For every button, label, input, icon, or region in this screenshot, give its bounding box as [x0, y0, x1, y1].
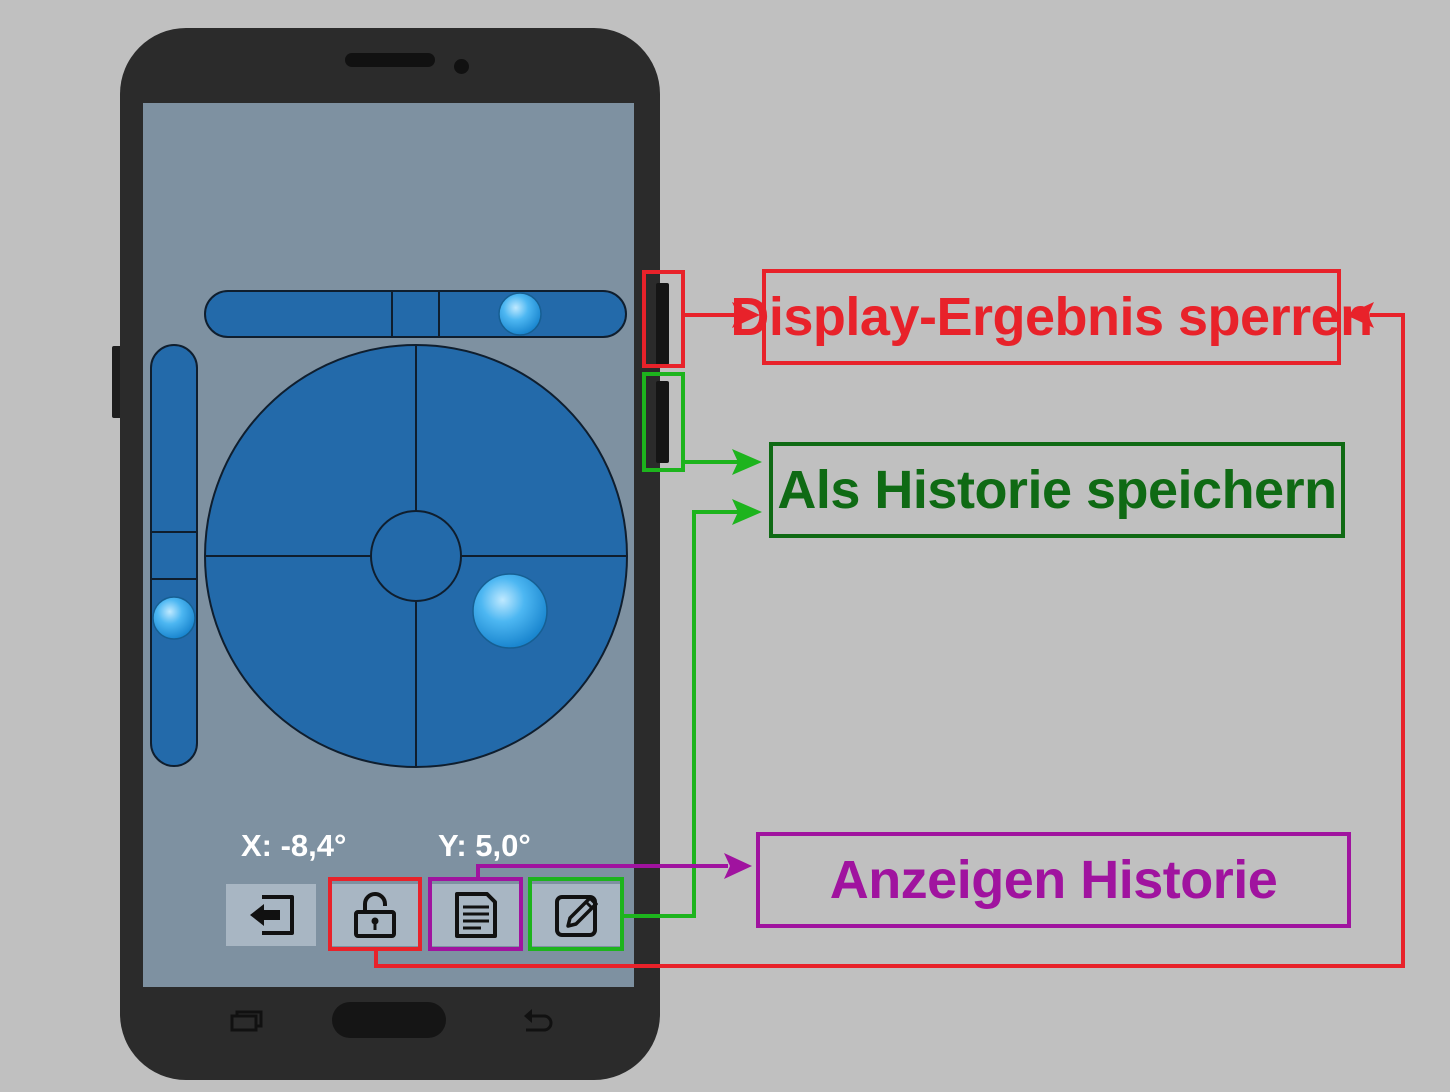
- recent-apps-icon: [230, 1010, 263, 1032]
- earpiece-speaker: [345, 53, 435, 67]
- vertical-level-bubble: [152, 596, 196, 640]
- recent-apps-button[interactable]: [228, 1008, 264, 1039]
- history-button-highlight: [428, 877, 523, 951]
- exit-icon: [250, 895, 294, 935]
- callout-history-label: Anzeigen Historie: [829, 850, 1278, 910]
- callout-lock-label: Display-Ergebnis sperren: [730, 287, 1373, 347]
- save-button-highlight: [528, 877, 624, 951]
- callout-lock: Display-Ergebnis sperren: [730, 269, 1373, 365]
- x-tilt-readout: X: -8,4°: [241, 828, 347, 863]
- back-arrow-icon: [524, 1009, 553, 1032]
- callout-save-label: Als Historie speichern: [777, 460, 1337, 520]
- back-button[interactable]: [520, 1006, 556, 1039]
- vertical-level-tube: [150, 344, 198, 767]
- volume-up-highlight: [642, 270, 685, 368]
- front-camera: [454, 59, 469, 74]
- circular-level: [204, 344, 628, 768]
- phone-side-button-left[interactable]: [112, 346, 122, 418]
- home-button[interactable]: [332, 1002, 446, 1038]
- callout-history: Anzeigen Historie: [756, 832, 1351, 928]
- callout-save: Als Historie speichern: [769, 442, 1345, 538]
- horizontal-level-tube: [204, 290, 627, 338]
- exit-button[interactable]: [226, 884, 316, 946]
- horizontal-level-bubble: [498, 292, 542, 336]
- circular-level-bubble: [472, 573, 548, 649]
- lock-button-highlight: [328, 877, 422, 951]
- y-tilt-readout: Y: 5,0°: [438, 828, 531, 863]
- volume-down-highlight: [642, 372, 685, 472]
